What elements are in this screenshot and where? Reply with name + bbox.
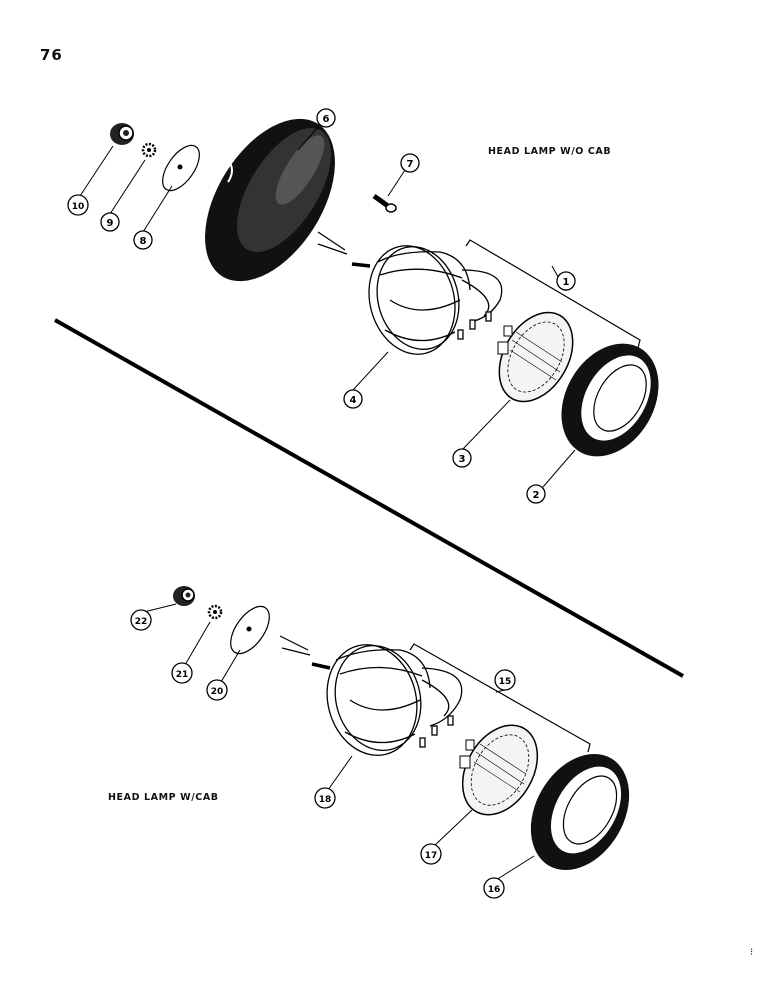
part-flat-washer-upper — [162, 144, 200, 192]
callout-10-label: 10 — [72, 202, 85, 212]
page-number: 76 — [40, 46, 63, 64]
callout-6-label: 6 — [323, 114, 330, 125]
bracket-assembly-upper — [465, 239, 641, 349]
callout-1: 1 — [556, 271, 576, 291]
corner-mark: ⁝ — [750, 947, 754, 958]
callout-17-label: 17 — [425, 851, 438, 861]
part-lock-washer-lower — [207, 604, 223, 620]
callout-7: 7 — [400, 153, 420, 173]
part-sealed-beam-lower — [459, 724, 539, 816]
callout-9: 9 — [100, 212, 120, 232]
callout-18: 18 — [314, 787, 336, 809]
part-retainer-ring-lower — [530, 753, 630, 871]
part-flat-washer-lower — [230, 605, 270, 655]
callout-2-label: 2 — [533, 490, 540, 501]
callout-2: 2 — [526, 484, 546, 504]
callout-15-label: 15 — [499, 677, 512, 687]
callout-3-label: 3 — [459, 454, 466, 465]
part-screw — [372, 193, 397, 213]
callout-4: 4 — [343, 389, 363, 409]
part-mounting-ring-upper — [317, 231, 503, 355]
callout-9-label: 9 — [107, 218, 114, 229]
part-housing-shell-upper — [205, 118, 335, 282]
callout-22: 22 — [130, 609, 152, 631]
callout-6: 6 — [316, 108, 336, 128]
callout-16: 16 — [483, 877, 505, 899]
callout-8: 8 — [133, 230, 153, 250]
part-nut-lower — [173, 586, 195, 606]
part-nut-upper — [110, 123, 134, 145]
section-divider-line — [54, 318, 684, 678]
callout-18-label: 18 — [319, 795, 332, 805]
callout-15: 15 — [494, 669, 516, 691]
callout-22-label: 22 — [135, 617, 148, 627]
callout-8-label: 8 — [140, 236, 147, 247]
callout-21-label: 21 — [176, 670, 189, 680]
part-mounting-ring-lower — [279, 635, 463, 756]
part-sealed-beam-upper — [497, 311, 574, 403]
callout-1-label: 1 — [563, 277, 570, 288]
callout-20-label: 20 — [211, 687, 224, 697]
callout-10: 10 — [67, 194, 89, 216]
part-retainer-ring-upper — [561, 343, 659, 457]
part-lock-washer-upper — [141, 142, 157, 158]
callout-20: 20 — [206, 679, 228, 701]
callout-17: 17 — [420, 843, 442, 865]
callout-7-label: 7 — [407, 159, 414, 170]
bracket-assembly-lower — [409, 643, 591, 753]
callout-21: 21 — [171, 662, 193, 684]
section-title-with-cab: HEAD LAMP W/CAB — [108, 792, 219, 803]
section-title-without-cab: HEAD LAMP W/O CAB — [488, 146, 612, 157]
callout-3: 3 — [452, 448, 472, 468]
callout-16-label: 16 — [488, 885, 501, 895]
callout-4-label: 4 — [350, 395, 357, 406]
